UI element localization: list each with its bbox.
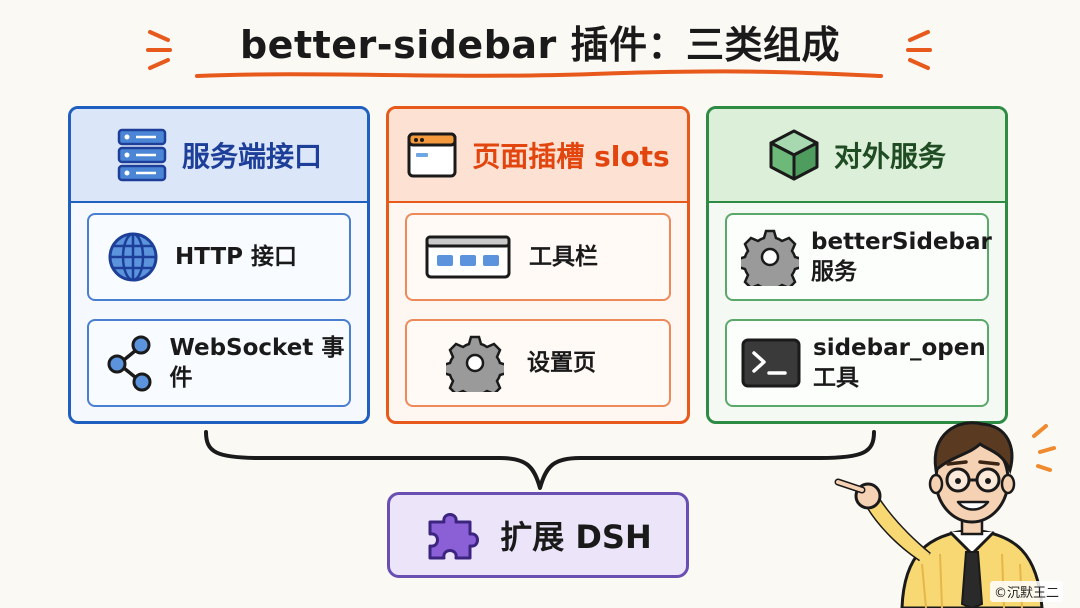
- card-label: 工具栏: [529, 244, 598, 270]
- server-stack-icon: [116, 127, 168, 183]
- title-underline: [195, 69, 883, 78]
- column-header: 对外服务: [709, 109, 1005, 203]
- column-title: 对外服务: [833, 140, 946, 173]
- cube-icon: [768, 128, 820, 182]
- card-label: WebSocket 事件: [169, 335, 345, 391]
- toolbar-icon: [425, 235, 511, 279]
- card-label: sidebar_open 工具: [813, 333, 986, 393]
- card-settings-page: 设置页: [405, 319, 671, 407]
- card-label-line1: sidebar_open: [813, 335, 986, 361]
- globe-icon: [103, 230, 163, 284]
- puzzle-icon: [424, 506, 486, 564]
- column-title: 页面插槽 slots: [472, 140, 670, 173]
- terminal-icon: [741, 338, 801, 388]
- card-websocket-events: WebSocket 事件: [87, 319, 351, 407]
- card-label-line1: betterSidebar: [811, 229, 992, 255]
- column-server-interfaces: 服务端接口 HTTP 接口: [68, 106, 370, 424]
- column-header: 服务端接口: [71, 109, 367, 203]
- gear-icon: [445, 334, 505, 392]
- card-label: HTTP 接口: [175, 244, 298, 270]
- cartoon-presenter-illustration: [834, 421, 1056, 608]
- card-label-line2: 服务: [811, 259, 857, 285]
- extension-label: 扩展 DSH: [500, 518, 652, 556]
- title-spark-right-icon: [906, 30, 932, 70]
- column-external-services: 对外服务 betterSidebar 服务: [706, 106, 1008, 424]
- card-better-sidebar-service: betterSidebar 服务: [725, 213, 992, 301]
- card-label: 设置页: [527, 350, 596, 376]
- gear-icon: [741, 228, 799, 286]
- copyright-watermark: ©沉默王二: [990, 581, 1064, 602]
- browser-window-icon: [406, 131, 458, 179]
- card-sidebar-open-tool: sidebar_open 工具: [725, 319, 989, 407]
- extension-dsh-box: 扩展 DSH: [387, 492, 689, 578]
- column-title: 服务端接口: [181, 140, 322, 173]
- share-nodes-icon: [103, 334, 157, 392]
- page-title: better-sidebar 插件：三类组成: [239, 23, 841, 67]
- card-label-line2: 工具: [813, 365, 859, 391]
- column-page-slots: 页面插槽 slots 工具栏: [386, 106, 690, 424]
- column-header: 页面插槽 slots: [389, 109, 687, 203]
- curly-brace-connector: [204, 430, 876, 490]
- card-http-interface: HTTP 接口: [87, 213, 351, 301]
- title-spark-left-icon: [146, 30, 172, 70]
- card-toolbar: 工具栏: [405, 213, 671, 301]
- card-label: betterSidebar 服务: [811, 227, 992, 287]
